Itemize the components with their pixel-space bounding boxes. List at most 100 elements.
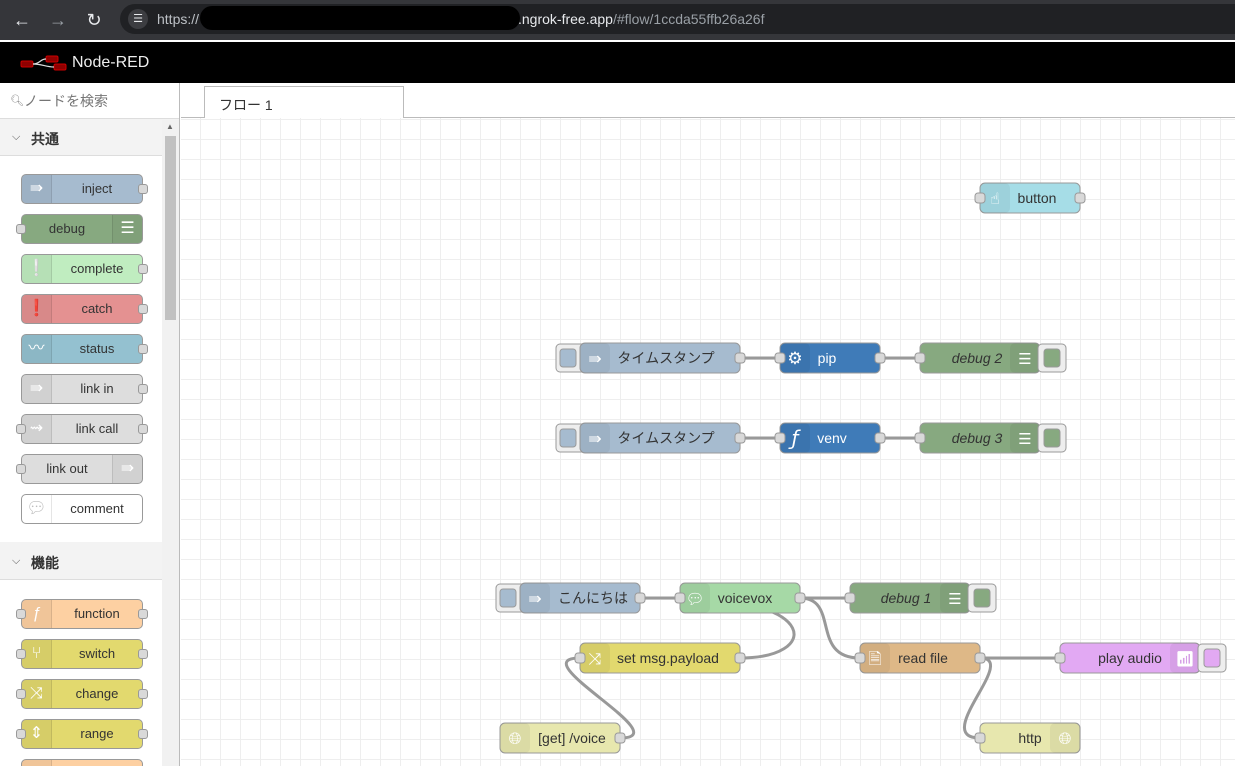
file-icon: 🗎︎ (869, 649, 882, 668)
output-port[interactable] (974, 652, 986, 664)
flow-node-voicevox[interactable]: 💬︎ voicevox (674, 582, 806, 614)
flow-node-venv[interactable]: ƒ venv (774, 422, 886, 454)
function-f-icon: ƒ (22, 760, 52, 766)
flow-node-inject-konnichiwa[interactable]: ⇛ こんにちは (495, 582, 646, 614)
node-label: set msg.payload (617, 650, 719, 666)
switch-icon: ⑂ (22, 640, 52, 668)
node-label: [get] /voice (538, 730, 606, 746)
palette-scrollbar[interactable]: ▲ (162, 120, 179, 766)
node-label: debug 3 (952, 430, 1003, 446)
debug-list-icon: ☰ (112, 215, 142, 243)
tab-label: フロー 1 (219, 97, 273, 113)
node-label: タイムスタンプ (617, 350, 714, 366)
input-port[interactable] (1054, 652, 1066, 664)
input-port[interactable] (974, 732, 986, 744)
output-port[interactable] (874, 432, 886, 444)
function-f-icon: ƒ (787, 426, 801, 450)
node-label: debug 1 (881, 590, 932, 606)
output-port[interactable] (794, 592, 806, 604)
node-label: button (1018, 190, 1057, 206)
input-port[interactable] (574, 652, 586, 664)
exclamation-icon: ❕ (22, 255, 52, 283)
flow-node-debug-2[interactable]: ☰ debug 2 (914, 342, 1067, 374)
palette-node-function[interactable]: ƒ function (16, 599, 148, 629)
debug-list-icon: ☰ (948, 590, 961, 608)
output-port[interactable] (734, 432, 746, 444)
redacted-url-segment (200, 6, 520, 30)
range-icon: ⇕ (22, 720, 52, 748)
output-port[interactable] (734, 352, 746, 364)
palette-node-catch[interactable]: ❗ catch (21, 294, 148, 324)
forward-arrow-icon[interactable]: → (49, 10, 67, 30)
flow-diagram: .w { stroke: #999; stroke-width: 3; fill… (495, 182, 1227, 754)
output-port (138, 264, 148, 274)
address-bar[interactable]: ☰ https:// .ngrok-free.app/#flow/1ccda55… (120, 4, 1235, 34)
flow-node-inject-timestamp-2[interactable]: ⇛ タイムスタンプ (555, 422, 746, 454)
scrollbar-thumb[interactable] (165, 136, 176, 320)
palette-category-function[interactable]: ⌵ 機能 (0, 544, 162, 580)
input-port[interactable] (914, 352, 926, 364)
palette-node-link-in[interactable]: ⇛ link in (21, 374, 148, 404)
input-port[interactable] (774, 352, 786, 364)
flow-canvas[interactable]: .w { stroke: #999; stroke-width: 3; fill… (181, 118, 1235, 766)
shuffle-icon: ⤨ (589, 649, 602, 668)
wire[interactable] (799, 596, 861, 660)
palette-node-debug[interactable]: ☰ debug (16, 214, 143, 244)
flow-node-read-file[interactable]: 🗎︎ read file (854, 642, 986, 674)
palette-node-complete[interactable]: ❕ complete (21, 254, 148, 284)
scroll-up-arrow-icon[interactable]: ▲ (166, 122, 174, 131)
inject-arrow-icon: ⇛ (528, 589, 541, 608)
output-port[interactable] (734, 652, 746, 664)
input-port[interactable] (674, 592, 686, 604)
node-label: こんにちは (558, 590, 628, 606)
flow-node-pip[interactable]: ⚙ pip (774, 342, 886, 374)
globe-icon: 🌐︎ (509, 729, 522, 748)
flow-node-inject-timestamp-1[interactable]: ⇛ タイムスタンプ (555, 342, 746, 374)
palette-node-label: status (79, 341, 115, 356)
app-title: Node-RED (72, 54, 150, 71)
input-port[interactable] (774, 432, 786, 444)
output-port (138, 184, 148, 194)
input-port (16, 609, 26, 619)
flow-node-debug-1[interactable]: ☰ debug 1 (844, 582, 997, 614)
flow-node-debug-3[interactable]: ☰ debug 3 (914, 422, 1067, 454)
flow-node-play-audio[interactable]: 📶︎ play audio (1054, 642, 1227, 674)
output-port[interactable] (874, 352, 886, 364)
palette-node-range[interactable]: ⇕ range (16, 719, 148, 749)
flow-node-button[interactable]: ☝ button (974, 182, 1086, 214)
input-port[interactable] (844, 592, 856, 604)
palette-node-link-call[interactable]: ⇝ link call (16, 414, 148, 444)
palette-node-switch[interactable]: ⑂ switch (16, 639, 148, 669)
flow-node-http-in-get-voice[interactable]: 🌐︎ [get] /voice (499, 722, 626, 754)
output-port[interactable] (614, 732, 626, 744)
node-label: voicevox (718, 590, 772, 606)
output-port[interactable] (634, 592, 646, 604)
palette-node-label: function (74, 606, 120, 621)
palette-category-common[interactable]: ⌵ 共通 (0, 120, 162, 156)
flow-node-http-response[interactable]: 🌐︎ http (974, 722, 1081, 754)
wire[interactable] (963, 656, 993, 740)
palette-node-label: catch (81, 301, 113, 316)
palette-node-change[interactable]: ⤨ change (16, 679, 148, 709)
palette-node-link-out[interactable]: ⇛ link out (16, 454, 143, 484)
palette-node-label: link in (80, 381, 114, 396)
palette-node-label: change (75, 686, 119, 701)
back-arrow-icon[interactable]: ← (13, 10, 31, 30)
input-port[interactable] (974, 192, 986, 204)
palette-search-input[interactable] (24, 91, 174, 111)
exclamation-icon: ❗ (22, 295, 52, 323)
input-port[interactable] (854, 652, 866, 664)
flow-node-set-msg-payload[interactable]: ⤨ set msg.payload (574, 642, 746, 674)
palette-node-status[interactable]: 〰 status (21, 334, 148, 364)
output-port (138, 424, 148, 434)
tab-flow-1[interactable]: フロー 1 (204, 86, 404, 119)
input-port[interactable] (914, 432, 926, 444)
site-info-icon[interactable]: ☰ (128, 9, 148, 29)
palette-node-partial[interactable]: ƒ (21, 759, 143, 766)
speech-bubble-icon: 💬︎ (22, 495, 52, 523)
wire[interactable] (564, 656, 636, 740)
palette-node-comment[interactable]: 💬︎ comment (21, 494, 143, 524)
reload-icon[interactable]: ↻ (86, 10, 102, 30)
output-port[interactable] (1074, 192, 1086, 204)
palette-node-inject[interactable]: ⇛ inject (21, 174, 148, 204)
